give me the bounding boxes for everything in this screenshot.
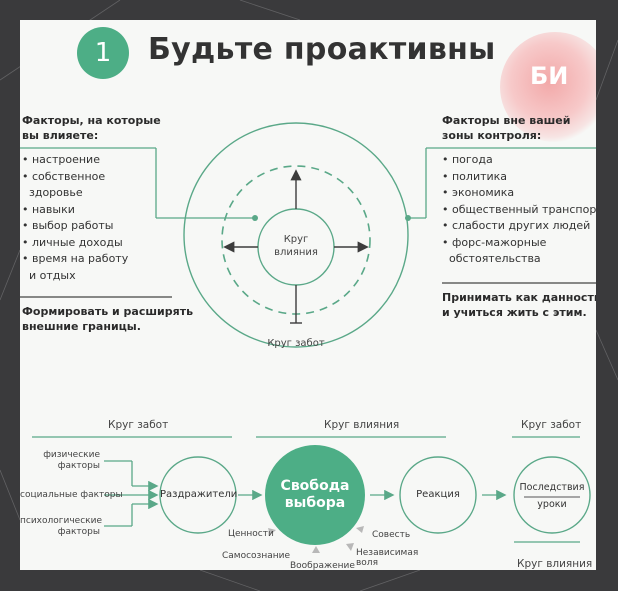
right-footer: Принимать как данность и учиться жить с … [442,291,596,319]
values-arrow [268,528,276,535]
page-title: Будьте проактивны [148,32,496,67]
section-label-influence: Круг влияния [324,419,400,431]
freedom-label: Свобода выбора [280,478,350,511]
list-item: • собственное [22,169,106,183]
left-factor-list: • настроение • собственное здоровье • на… [22,152,128,284]
reaction-label: Реакция [416,489,460,500]
list-item: • выбор работы [22,219,114,232]
outer-circle-concerns [183,122,409,348]
outer-circle-label: Круг забот [267,338,325,349]
list-item: • форс-мажорные [442,235,547,249]
list-item: • общественный транспорт [442,202,596,216]
infographic-card: 1 Будьте проактивны БИ Факторы, на котор… [20,20,596,570]
factor-social: социальные факторы [20,490,123,500]
section-label-influence-cut: Круг влияния [517,558,593,570]
factor-psych: психологические факторы [20,516,102,537]
lessons-label: уроки [537,499,567,510]
conscience-label: Совесть [372,530,411,540]
independent-will-label: Независимая воля [356,548,419,568]
conscience-arrow [356,526,364,533]
logo-text: БИ [530,62,569,90]
circle-diagram [20,122,596,553]
list-item: • настроение [22,153,100,166]
reaction-circle [399,456,477,534]
factor-physical: физические факторы [43,450,100,471]
freedom-circle [265,445,365,545]
imagination-arrow [312,546,320,553]
stimuli-circle [159,456,237,534]
left-footer: Формировать и расширять внешние границы. [22,305,194,333]
list-item: • навыки [22,202,75,216]
inner-circle-label: Круг влияния [274,234,318,258]
right-factor-list: • погода • политика • экономика • общест… [442,152,596,268]
list-item: • слабости других людей [442,219,591,232]
list-item: и отдых [22,268,76,282]
right-dot [405,215,411,221]
consequences-circle [513,456,591,534]
will-arrow [346,543,354,551]
section-label-concerns-left: Круг забот [108,419,169,431]
list-item: • личные доходы [22,235,123,249]
left-heading: Факторы, на которые вы влияете: [22,114,161,142]
list-item: • время на работу [22,252,129,265]
imagination-label: Воображение [290,561,355,570]
list-item: • погода [442,153,493,166]
list-item: здоровье [22,186,83,199]
stimuli-label: Раздражители [160,489,238,500]
self-awareness-label: Самосознание [222,551,291,561]
section-label-concerns-right: Круг забот [521,419,582,431]
values-label: Ценности [228,529,274,539]
right-heading: Факторы вне вашей зоны контроля: [442,114,571,142]
step-number-badge: 1 [77,27,129,79]
left-dot [252,215,258,221]
list-item: • политика [442,169,508,183]
list-item: обстоятельства [442,252,541,265]
logo-circle [500,32,596,142]
list-item: • экономика [442,186,515,199]
consequences-label: Последствия [519,482,585,493]
